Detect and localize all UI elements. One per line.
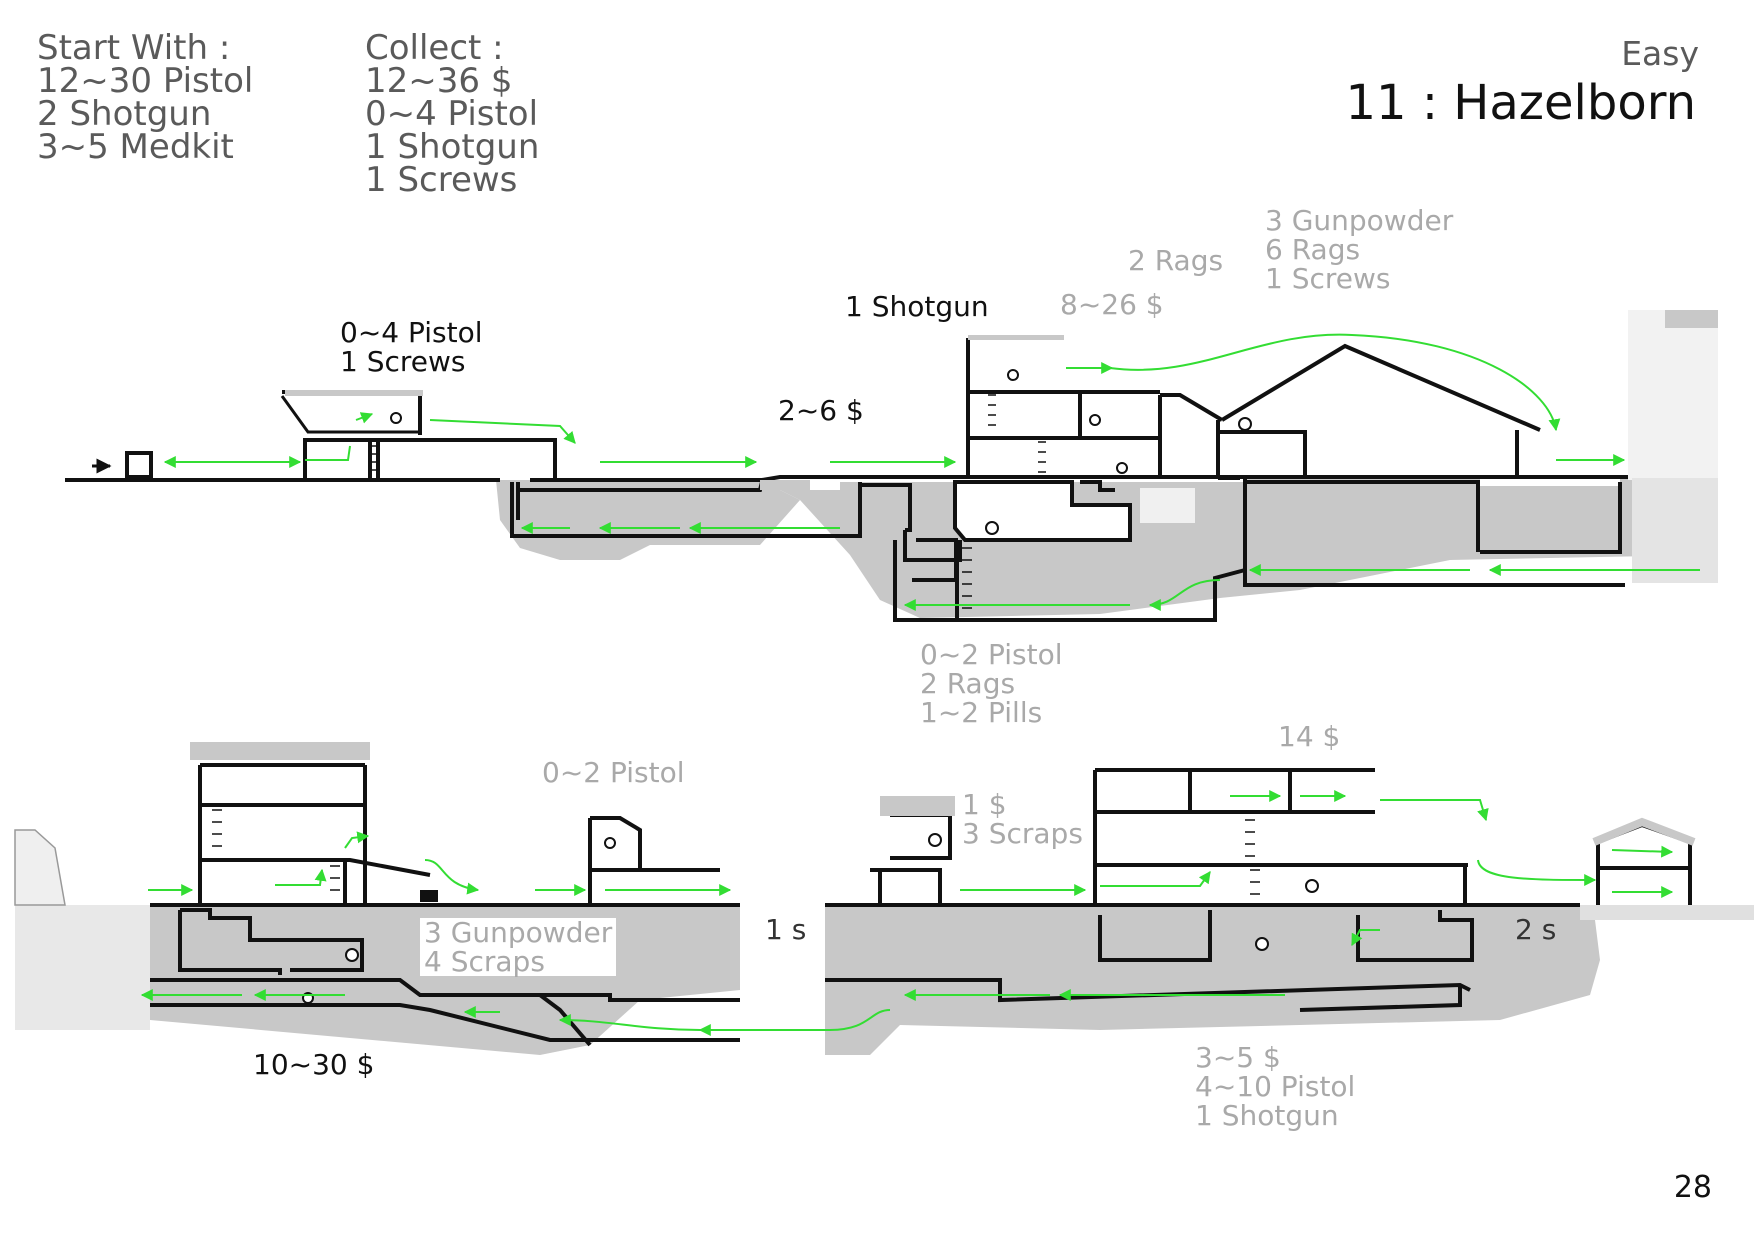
annotation-line: 2 Rags (1128, 246, 1223, 275)
annotation-pistol-lower: 0~2 Pistol (542, 758, 685, 787)
annotation-roof-loot: 3 Gunpowder 6 Rags 1 Screws (1265, 206, 1453, 293)
annotation-gunpowder-scraps: 3 Gunpowder 4 Scraps (420, 918, 616, 976)
collect-block: Collect : 12~36 $ 0~4 Pistol 1 Shotgun 1… (365, 32, 539, 197)
annotation-timer-1: 1 s (765, 915, 806, 944)
annotation-line: 3 Gunpowder (1265, 206, 1453, 235)
annotation-line: 3 Scraps (962, 819, 1083, 848)
annotation-line: 1 Shotgun (1195, 1101, 1355, 1130)
building-tall-left (190, 742, 430, 905)
annotation-scraps-1: 1 $ 3 Scraps (962, 790, 1083, 848)
annotation-timer-2: 2 s (1515, 915, 1556, 944)
building-1s (870, 815, 950, 905)
annotation-line: 0~2 Pistol (920, 640, 1063, 669)
annotation-line: 3~5 $ (1195, 1043, 1355, 1072)
annotation-line: 2 Rags (920, 669, 1063, 698)
annotation-line: 1 s (765, 915, 806, 944)
lower-section (15, 742, 1754, 1055)
page-number: 28 (1674, 1170, 1712, 1205)
collect-item: 1 Screws (365, 164, 539, 197)
building-middle (590, 818, 720, 905)
annotation-line: 1 $ (962, 790, 1083, 819)
annotation-rags-1: 2 Rags (1128, 246, 1223, 275)
building-1 (282, 390, 555, 478)
annotation-shotgun-1: 1 Shotgun (845, 292, 989, 321)
annotation-underground-loot: 0~2 Pistol 2 Rags 1~2 Pills (920, 640, 1063, 727)
annotation-money-4: 10~30 $ (253, 1050, 374, 1079)
annotation-line: 4~10 Pistol (1195, 1072, 1355, 1101)
annotation-line: 0~4 Pistol (340, 318, 483, 347)
annotation-line: 3 Gunpowder (424, 918, 612, 947)
annotation-line: 6 Rags (1265, 235, 1453, 264)
annotation-line: 2~6 $ (778, 396, 864, 425)
annotation-line: 1~2 Pills (920, 698, 1063, 727)
lower-rooms-upper (955, 482, 1130, 540)
annotation-line: 0~2 Pistol (542, 758, 685, 787)
annotation-line: 4 Scraps (424, 947, 612, 976)
right-ghost-building (1628, 310, 1718, 480)
start-with-block: Start With : 12~30 Pistol 2 Shotgun 3~5 … (37, 32, 253, 164)
difficulty-label: Easy (1621, 34, 1699, 73)
upper-section (65, 310, 1718, 620)
building-2 (968, 338, 1540, 478)
annotation-money-1: 2~6 $ (778, 396, 864, 425)
annotation-line: 1 Screws (1265, 264, 1453, 293)
annotation-line: 14 $ (1278, 722, 1340, 751)
annotation-line: 2 s (1515, 915, 1556, 944)
start-with-item: 3~5 Medkit (37, 131, 253, 164)
annotation-tunnel-loot: 3~5 $ 4~10 Pistol 1 Shotgun (1195, 1043, 1355, 1130)
annotation-line: 8~26 $ (1060, 290, 1164, 319)
annotation-money-3: 14 $ (1278, 722, 1340, 751)
annotation-building-1: 0~4 Pistol 1 Screws (340, 318, 483, 376)
annotation-line: 1 Screws (340, 347, 483, 376)
annotation-line: 10~30 $ (253, 1050, 374, 1079)
level-title: 11 : Hazelborn (1346, 75, 1696, 131)
annotation-line: 1 Shotgun (845, 292, 989, 321)
annotation-money-2: 8~26 $ (1060, 290, 1164, 319)
